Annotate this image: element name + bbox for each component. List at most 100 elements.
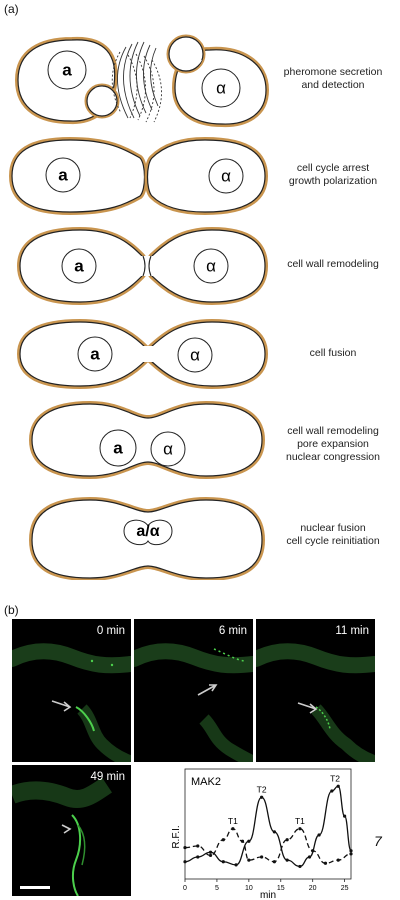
nucleus-label: α [190, 345, 200, 364]
x-tick-label: 0 [183, 885, 187, 892]
fused-nucleus [123, 519, 173, 546]
data-point [208, 850, 213, 854]
peak-annotation: T1 [295, 816, 305, 826]
nucleus-a [77, 336, 113, 372]
side-number: 7 [374, 833, 382, 849]
nucleus-alpha [150, 431, 186, 467]
chart-title: MAK2 [191, 776, 221, 788]
data-point [247, 839, 251, 843]
nucleus-alpha [201, 68, 241, 108]
data-point [343, 814, 347, 818]
step-5-cells [28, 400, 266, 480]
data-point [285, 858, 289, 862]
data-point [317, 833, 321, 837]
hyphae-image [12, 643, 131, 762]
peak-annotation: T2 [257, 785, 267, 795]
hyphae-image [256, 643, 375, 762]
pheromone-waves [111, 41, 162, 123]
data-point [330, 789, 334, 793]
series-line-solid [184, 785, 352, 868]
data-point [234, 863, 238, 867]
x-tick-label: 5 [215, 885, 219, 892]
nucleus-label: a [58, 165, 68, 184]
data-point [183, 860, 187, 864]
nucleus-label: α [221, 166, 231, 185]
data-point [323, 861, 328, 865]
frame-time: 11 min [335, 625, 369, 637]
nucleus-a [47, 50, 87, 90]
nucleus-label: α [206, 256, 216, 275]
panel-b-label: (b) [4, 603, 19, 617]
data-point [208, 853, 213, 858]
frame-time: 0 min [96, 625, 125, 637]
nucleus-label: α [216, 78, 226, 97]
data-point [336, 784, 340, 788]
data-point [231, 827, 235, 831]
scale-bar [20, 886, 50, 889]
step-4-caption: cell fusion [309, 347, 357, 359]
nucleus-label: a [90, 344, 100, 363]
peak-annotation: T1 [228, 816, 238, 826]
step-2-cells [8, 136, 269, 216]
micrograph-11-min: 11 min [256, 619, 375, 762]
data-point [221, 838, 225, 842]
peak-annotation: T2 [330, 774, 340, 784]
data-point [298, 827, 302, 831]
data-point [272, 860, 276, 864]
hyphae-image [12, 777, 112, 896]
micrograph-0-min: 0 min [12, 619, 131, 762]
nucleus-label: a/α [136, 523, 159, 540]
data-point [196, 855, 200, 859]
data-point [349, 852, 353, 856]
data-point [196, 844, 200, 848]
nucleus-label: α [163, 439, 173, 458]
arrow-indicator [197, 684, 218, 696]
data-point [260, 855, 264, 859]
micrograph-6-min: 6 min [134, 619, 253, 762]
arrow-indicator [297, 702, 318, 714]
frame-time: 6 min [218, 625, 247, 637]
data-point [311, 849, 315, 853]
nucleus-alpha [177, 337, 213, 373]
hyphae-image [134, 643, 253, 762]
frame-time: 49 min [90, 771, 125, 783]
nucleus-a [45, 157, 81, 193]
nucleus-alpha [193, 248, 229, 284]
step-1-cells [14, 34, 270, 128]
data-point [349, 849, 353, 853]
data-point [272, 830, 276, 834]
nucleus-alpha [208, 158, 244, 194]
x-tick-label: 15 [277, 885, 285, 892]
data-point [307, 855, 312, 859]
nucleus-label: a [113, 438, 123, 457]
data-point [285, 838, 289, 842]
step-3-caption: cell wall remodeling [287, 258, 379, 270]
nucleus-a [99, 429, 137, 467]
mating-diagram: a α a α a α a α a α a/α [8, 34, 270, 580]
data-point [247, 858, 251, 862]
data-point [221, 860, 225, 864]
data-point [298, 864, 302, 869]
arrowhead-indicator [61, 824, 72, 834]
nucleus-a [61, 248, 97, 284]
y-axis-label: R.F.I. [171, 825, 182, 848]
step-6-cells [28, 496, 266, 580]
nucleus-label: a [62, 60, 72, 79]
data-point [260, 795, 264, 799]
step-3-cells [16, 226, 269, 306]
x-tick-label: 25 [341, 885, 349, 892]
micrograph-49-min: 49 min [12, 765, 131, 896]
data-point [183, 845, 187, 850]
data-point [336, 858, 340, 862]
panel-a-label: (a) [4, 2, 19, 16]
x-tick-label: 10 [245, 885, 253, 892]
nucleus-label: a [74, 256, 84, 275]
arrow-indicator [51, 700, 72, 712]
x-axis-label: min [260, 890, 276, 900]
data-point [240, 839, 245, 843]
